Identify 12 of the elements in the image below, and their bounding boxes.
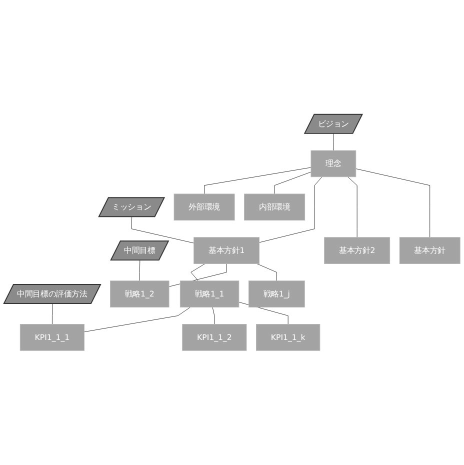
connector: [356, 168, 430, 238]
connector: [212, 306, 215, 324]
connector: [131, 216, 194, 244]
connector: [274, 172, 312, 194]
connector: [204, 167, 312, 194]
connector: [139, 260, 140, 282]
connector: [259, 176, 322, 243]
connector: [84, 306, 191, 332]
connector: [333, 133, 334, 151]
connector: [52, 304, 53, 324]
connector: [348, 176, 358, 238]
connector: [256, 263, 277, 282]
